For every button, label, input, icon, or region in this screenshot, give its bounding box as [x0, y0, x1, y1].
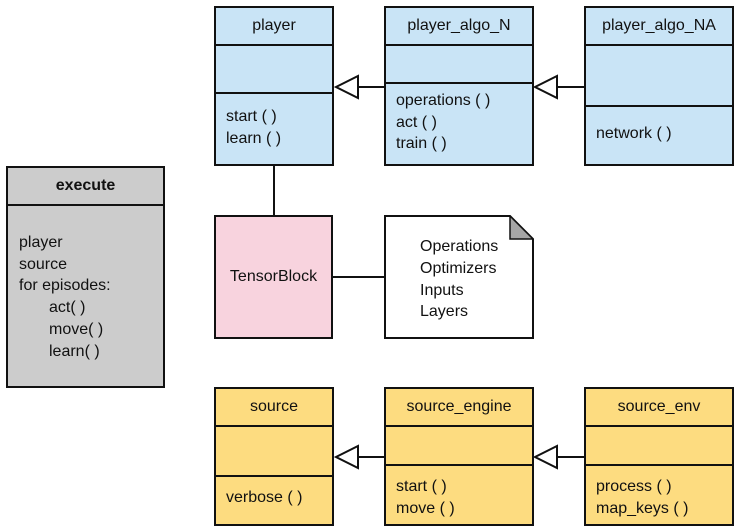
tensorblock-box: TensorBlock [214, 215, 333, 339]
operation: train ( ) [396, 135, 447, 152]
note-line: Operations [420, 238, 499, 255]
inheritance-arrow-source [333, 444, 359, 470]
execute-line: move( ) [49, 320, 104, 338]
class-attributes [586, 46, 732, 107]
operation: process ( ) [596, 478, 672, 495]
class-title: player [216, 8, 332, 46]
note-line: Optimizers [420, 259, 497, 277]
execute-body: player source for episodes: act( ) move(… [8, 206, 163, 362]
class-player-algo-n: player_algo_N operations ( ) act ( ) tra… [384, 6, 534, 166]
class-attributes [216, 46, 332, 94]
class-attributes [216, 427, 332, 477]
inheritance-arrow-player-algo-n [532, 74, 558, 100]
execute-line: for episodes: [19, 277, 111, 295]
class-title: source_env [586, 389, 732, 427]
operation: network ( ) [596, 125, 672, 142]
class-attributes [386, 427, 532, 466]
execute-line: source [19, 255, 68, 273]
operation: map_keys ( ) [596, 499, 689, 517]
execute-line: act( ) [49, 299, 86, 317]
operation: learn ( ) [226, 129, 282, 147]
class-player: player start ( ) learn ( ) [214, 6, 334, 166]
note-shape [384, 215, 534, 339]
class-attributes [386, 46, 532, 84]
class-source-env: source_env process ( ) map_keys ( ) [584, 387, 734, 526]
class-operations: operations ( ) act ( ) train ( ) [386, 84, 532, 164]
execute-block: execute player source for episodes: act(… [6, 166, 165, 388]
operation: start ( ) [226, 108, 277, 125]
class-title: player_algo_NA [586, 8, 732, 46]
note-box: Operations Optimizers Inputs Layers [384, 215, 534, 339]
operation: act ( ) [396, 113, 437, 131]
execute-title: execute [8, 168, 163, 206]
operation: move ( ) [396, 499, 455, 517]
class-operations: verbose ( ) [216, 477, 332, 524]
class-source: source verbose ( ) [214, 387, 334, 526]
class-operations: start ( ) learn ( ) [216, 94, 332, 164]
note-line: Layers [420, 303, 469, 321]
note-text: Operations Optimizers Inputs Layers [420, 236, 498, 323]
inheritance-arrow-source-engine [532, 444, 558, 470]
class-title: source [216, 389, 332, 427]
note-line: Inputs [420, 281, 464, 299]
execute-line: learn( ) [49, 342, 100, 360]
class-operations: start ( ) move ( ) [386, 466, 532, 524]
inheritance-arrow-player [333, 74, 359, 100]
class-attributes [586, 427, 732, 466]
operation: operations ( ) [396, 92, 491, 109]
class-player-algo-na: player_algo_NA network ( ) [584, 6, 734, 166]
class-operations: network ( ) [586, 107, 732, 164]
operation: verbose ( ) [226, 489, 303, 506]
class-title: player_algo_N [386, 8, 532, 46]
class-operations: process ( ) map_keys ( ) [586, 466, 732, 524]
execute-line: player [19, 234, 63, 251]
class-source-engine: source_engine start ( ) move ( ) [384, 387, 534, 526]
class-title: source_engine [386, 389, 532, 427]
operation: start ( ) [396, 478, 447, 495]
